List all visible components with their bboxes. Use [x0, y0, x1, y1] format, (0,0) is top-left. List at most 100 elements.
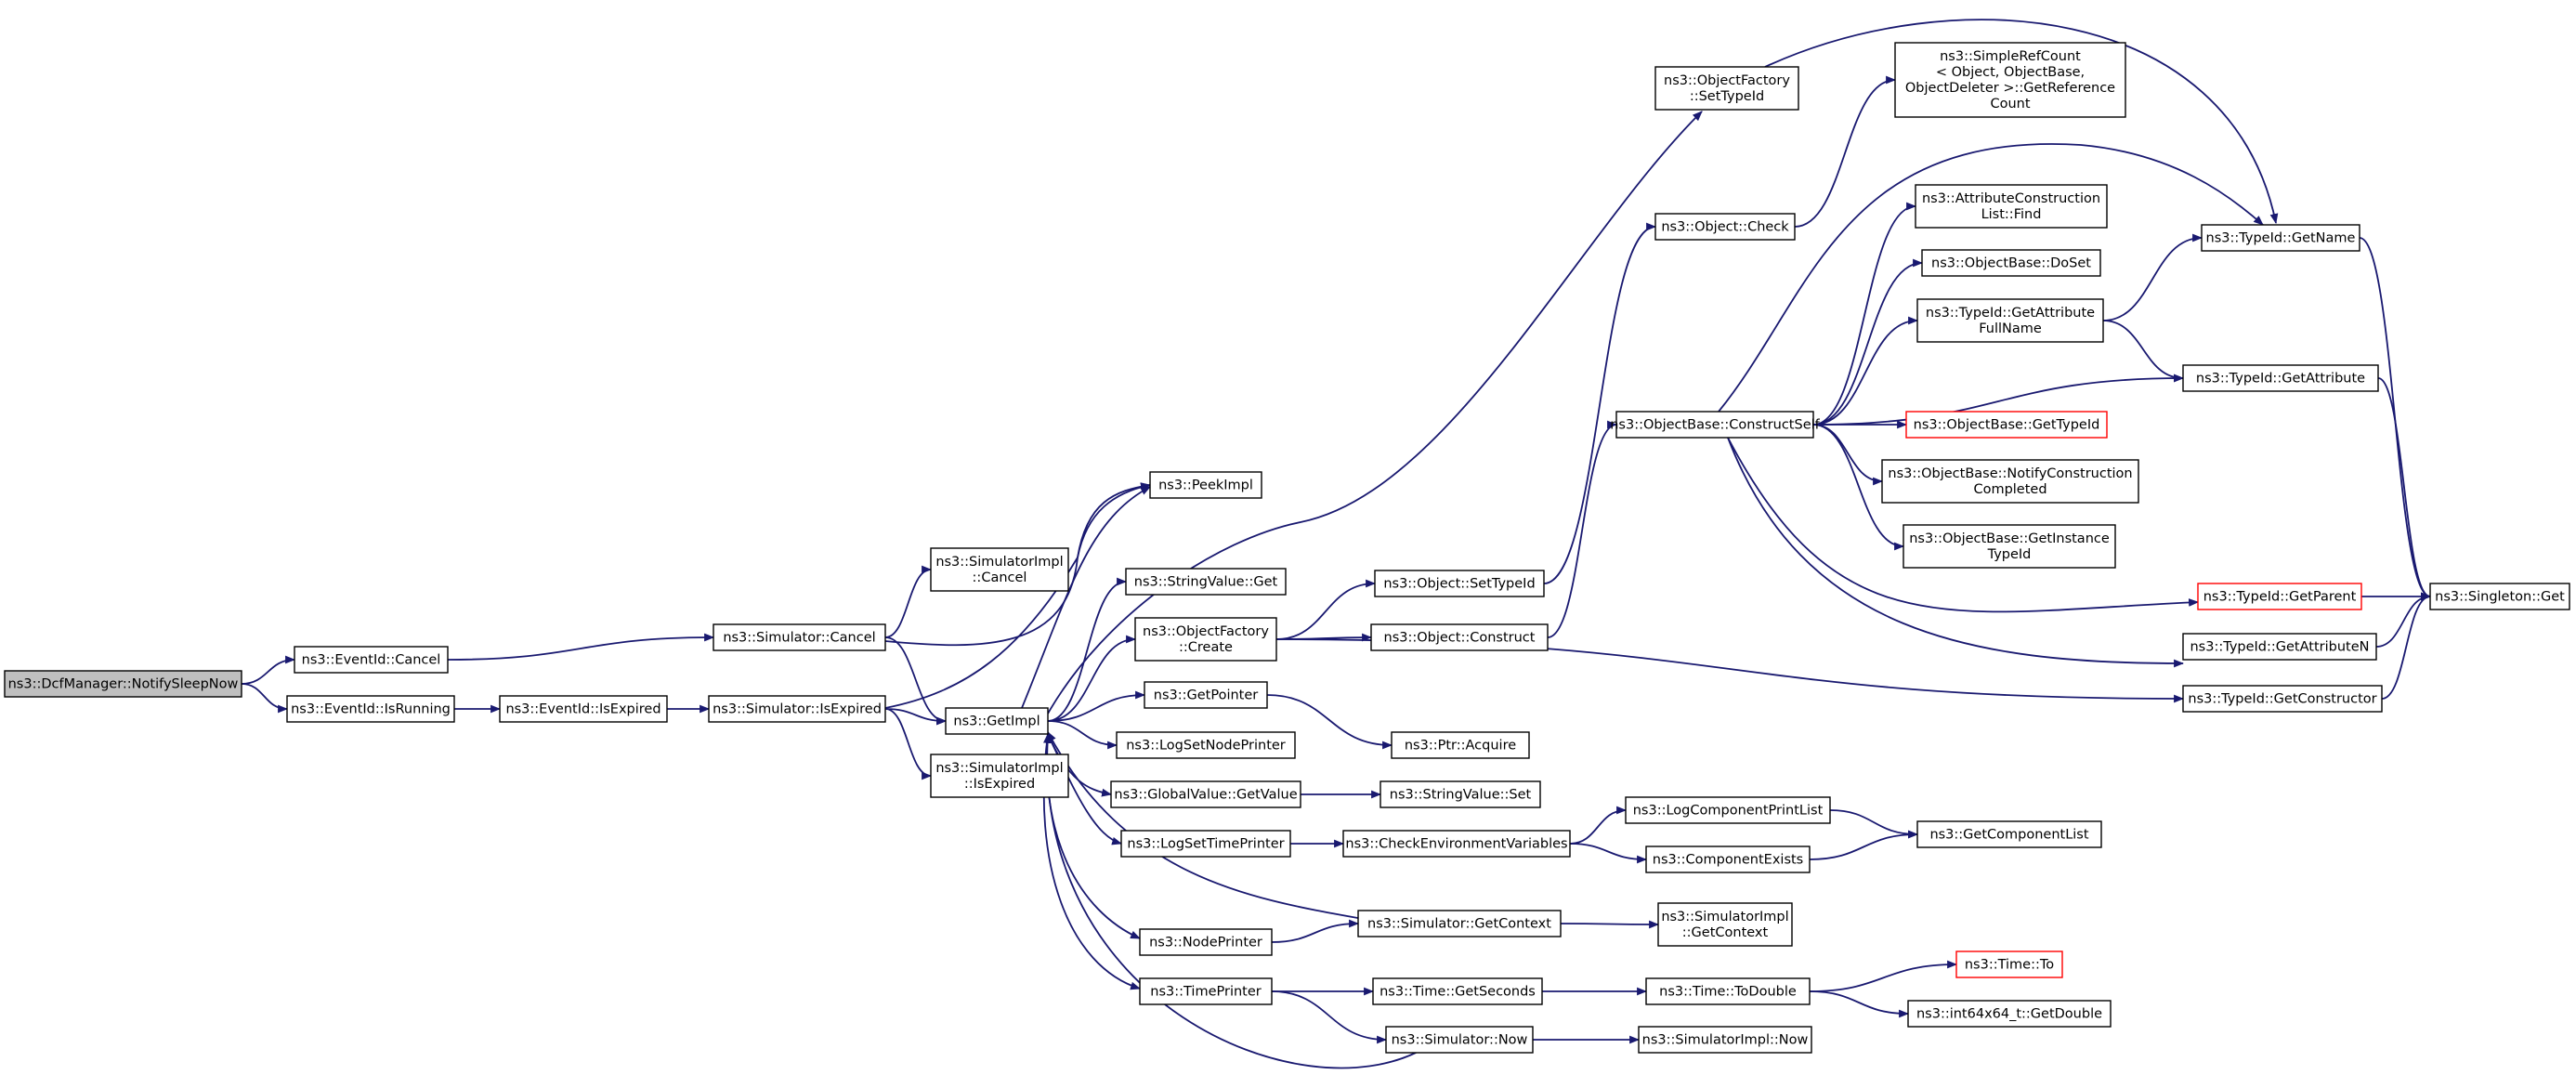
function-node-object-check[interactable]: ns3::Object::Check: [1654, 213, 1796, 241]
function-node-simimpl-getcontext[interactable]: ns3::SimulatorImpl::GetContext: [1657, 902, 1793, 947]
node-box: [1370, 623, 1549, 651]
call-edge-checkenv-to-logcomponentprintlist: [1569, 806, 1628, 845]
function-node-getcomponentlist[interactable]: ns3::GetComponentList: [1916, 820, 2102, 848]
function-node-getimpl[interactable]: ns3::GetImpl: [945, 707, 1049, 735]
function-node-sim-isexpired[interactable]: ns3::Simulator::IsExpired: [708, 695, 886, 723]
node-label: ns3::ObjectFactory: [1143, 624, 1269, 639]
function-node-simimpl-cancel[interactable]: ns3::SimulatorImpl::Cancel: [930, 547, 1069, 592]
call-edge-typeid_getattrfullname-to-typeid_getattribute: [2102, 320, 2185, 383]
function-node-objbase-doset[interactable]: ns3::ObjectBase::DoSet: [1921, 249, 2101, 277]
node-box: [2201, 224, 2360, 252]
call-edge-dcf_notify-to-eid_isrunning: [241, 683, 289, 714]
function-node-typeid-getattribute[interactable]: ns3::TypeId::GetAttribute: [2182, 364, 2379, 392]
call-edge-logcomponentprintlist-to-getcomponentlist: [1829, 809, 1919, 839]
function-node-objbase-constructself[interactable]: ns3::ObjectBase::ConstructSelf: [1610, 411, 1821, 439]
function-node-typeid-getname[interactable]: ns3::TypeId::GetName: [2201, 224, 2360, 252]
function-node-time-to[interactable]: ns3::Time::To: [1955, 950, 2063, 978]
function-node-eid-cancel[interactable]: ns3::EventId::Cancel: [294, 646, 449, 674]
function-node-sim-getcontext[interactable]: ns3::Simulator::GetContext: [1357, 910, 1562, 937]
function-node-eid-isrunning[interactable]: ns3::EventId::IsRunning: [286, 695, 455, 723]
function-node-peekimpl[interactable]: ns3::PeekImpl: [1149, 471, 1262, 499]
function-node-singleton-get[interactable]: ns3::Singleton::Get: [2429, 583, 2570, 610]
function-node-timeprinter[interactable]: ns3::TimePrinter: [1139, 977, 1273, 1005]
node-label: ns3::TypeId::GetAttributeN: [2190, 640, 2369, 655]
function-node-checkenv[interactable]: ns3::CheckEnvironmentVariables: [1342, 830, 1571, 858]
node-label: ns3::Object::Check: [1661, 220, 1789, 235]
node-label: ns3::ObjectBase::NotifyConstruction: [1888, 466, 2132, 481]
function-node-objbase-notifyconstr[interactable]: ns3::ObjectBase::NotifyConstructionCompl…: [1881, 459, 2139, 504]
node-box: [1391, 731, 1530, 759]
function-node-stringvalue-get[interactable]: ns3::StringValue::Get: [1125, 568, 1287, 596]
node-box: [1916, 298, 2104, 343]
function-node-time-getseconds[interactable]: ns3::Time::GetSeconds: [1372, 977, 1543, 1005]
call-edge-objbase_constructself-to-objbase_getinstancetypeid: [1812, 424, 1905, 551]
node-box: [1139, 977, 1273, 1005]
node-label: ns3::ObjectFactory: [1664, 73, 1790, 88]
call-edge-timeprinter-to-sim_now: [1271, 990, 1388, 1044]
function-node-objbase-gettypeid[interactable]: ns3::ObjectBase::GetTypeId: [1905, 411, 2108, 439]
function-node-dcf-notify[interactable]: ns3::DcfManager::NotifySleepNow: [4, 670, 242, 698]
node-label: ns3::Time::GetSeconds: [1380, 985, 1536, 1000]
call-edge-eid_cancel-to-sim_cancel: [447, 633, 715, 661]
node-label: ns3::Object::Construct: [1384, 631, 1536, 646]
function-node-int64-getdouble[interactable]: ns3::int64x64_t::GetDouble: [1907, 1000, 2112, 1028]
function-node-nodeprinter[interactable]: ns3::NodePrinter: [1139, 928, 1273, 956]
function-node-simimpl-isexpired[interactable]: ns3::SimulatorImpl::IsExpired: [930, 754, 1069, 798]
node-label: ns3::SimulatorImpl: [1661, 910, 1788, 924]
node-label: ns3::DcfManager::NotifySleepNow: [8, 677, 239, 692]
node-label: ns3::PeekImpl: [1158, 479, 1253, 493]
node-box: [930, 754, 1069, 798]
function-node-eid-isexpired[interactable]: ns3::EventId::IsExpired: [499, 695, 668, 723]
function-node-globalvalue-getvalue[interactable]: ns3::GlobalValue::GetValue: [1110, 780, 1301, 808]
function-node-typeid-getattributen[interactable]: ns3::TypeId::GetAttributeN: [2182, 633, 2377, 661]
function-node-logcomponentprintlist[interactable]: ns3::LogComponentPrintList: [1625, 796, 1831, 824]
node-label: ::SetTypeId: [1690, 89, 1764, 104]
call-edge-objbase_constructself-to-objbase_notifyconstr: [1812, 424, 1884, 486]
function-node-objfactory-create[interactable]: ns3::ObjectFactory::Create: [1134, 617, 1277, 662]
call-edge-sim_isexpired-to-getimpl: [884, 708, 948, 726]
node-label: ns3::AttributeConstruction: [1922, 191, 2100, 206]
node-box: [1342, 830, 1571, 858]
function-node-object-settypeid[interactable]: ns3::Object::SetTypeId: [1374, 570, 1545, 597]
function-node-sim-cancel[interactable]: ns3::Simulator::Cancel: [713, 623, 886, 651]
function-node-logsetnodeprinter[interactable]: ns3::LogSetNodePrinter: [1116, 731, 1296, 759]
node-box: [1905, 411, 2108, 439]
function-node-logsettimeprinter[interactable]: ns3::LogSetTimePrinter: [1120, 830, 1291, 858]
node-label: ns3::CheckEnvironmentVariables: [1345, 837, 1567, 852]
node-box: [1120, 830, 1291, 858]
call-edge-sim_isexpired-to-simimpl_isexpired: [884, 708, 933, 780]
function-node-ptr-acquire[interactable]: ns3::Ptr::Acquire: [1391, 731, 1530, 759]
node-label: ns3::StringValue::Get: [1134, 575, 1278, 590]
call-edge-objbase_constructself-to-typeid_getattributen: [1727, 437, 2185, 668]
node-box: [286, 695, 455, 723]
node-label: ::Create: [1179, 640, 1233, 655]
call-edge-time_todouble-to-int64_getdouble: [1809, 990, 1910, 1018]
node-box: [1654, 66, 1799, 111]
function-node-simimpl-now[interactable]: ns3::SimulatorImpl::Now: [1638, 1026, 1812, 1054]
node-box: [1374, 570, 1545, 597]
node-box: [294, 646, 449, 674]
node-label: ns3::LogSetTimePrinter: [1127, 837, 1284, 852]
node-box: [1385, 1026, 1534, 1054]
function-node-objfactory-settypeid[interactable]: ns3::ObjectFactory::SetTypeId: [1654, 66, 1799, 111]
function-node-stringvalue-set[interactable]: ns3::StringValue::Set: [1380, 780, 1541, 808]
function-node-componentexists[interactable]: ns3::ComponentExists: [1645, 846, 1811, 873]
function-node-typeid-getparent[interactable]: ns3::TypeId::GetParent: [2197, 583, 2362, 610]
node-label: ns3::SimulatorImpl: [935, 555, 1063, 570]
function-node-getpointer[interactable]: ns3::GetPointer: [1144, 681, 1268, 709]
node-box: [1380, 780, 1541, 808]
call-edge-sim_now-to-getimpl: [1043, 732, 1422, 1069]
function-node-simplerefcount[interactable]: ns3::SimpleRefCount< Object, ObjectBase,…: [1894, 42, 2126, 118]
call-edge-typeid_getattribute-to-singleton_get: [2377, 377, 2432, 601]
function-node-typeid-getconstructor[interactable]: ns3::TypeId::GetConstructor: [2182, 685, 2383, 713]
function-node-object-construct[interactable]: ns3::Object::Construct: [1370, 623, 1549, 651]
call-edge-time_todouble-to-time_to: [1809, 960, 1958, 992]
call-edge-object_settypeid-to-object_check: [1543, 222, 1657, 584]
function-node-time-todouble[interactable]: ns3::Time::ToDouble: [1645, 977, 1811, 1005]
function-node-sim-now[interactable]: ns3::Simulator::Now: [1385, 1026, 1534, 1054]
call-edge-objbase_constructself-to-objbase_doset: [1812, 258, 1924, 426]
node-label: ns3::ObjectBase::GetTypeId: [1914, 418, 2100, 433]
